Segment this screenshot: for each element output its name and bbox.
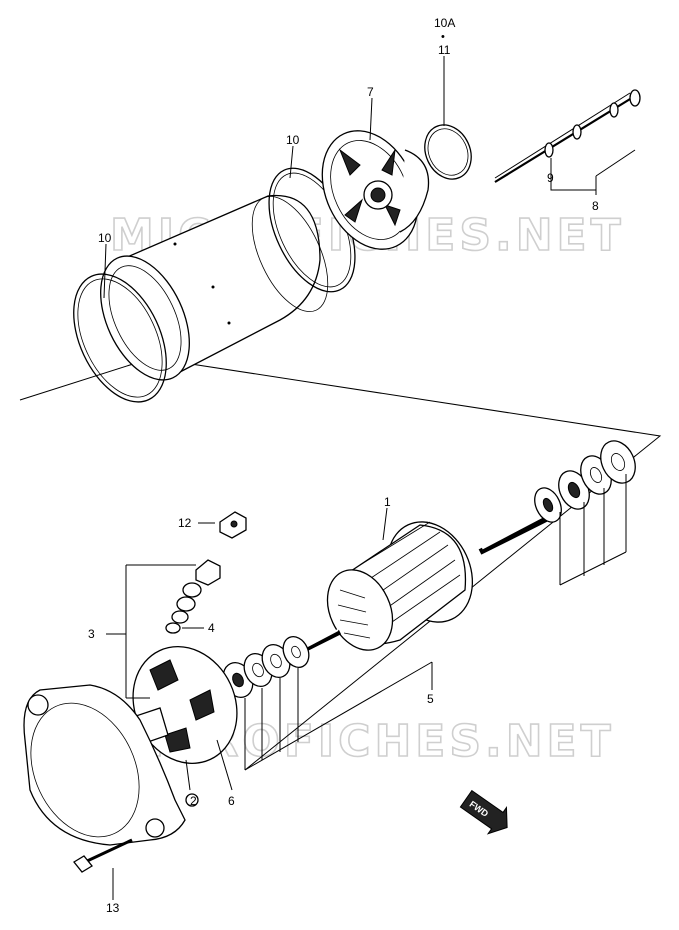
callout-10-left: 10	[98, 231, 112, 245]
callout-10A-dot: •	[441, 31, 445, 43]
washer-stack-left	[222, 635, 310, 699]
end-cover	[321, 130, 430, 250]
end-housing	[23, 684, 199, 846]
callout-10A: 10A	[434, 16, 455, 30]
callout-12: 12	[178, 516, 192, 530]
o-ring-11	[424, 124, 472, 180]
callout-5: 5	[427, 692, 434, 706]
yoke-rivet	[211, 285, 215, 289]
callout-2: 2	[190, 794, 197, 808]
callout-1: 1	[384, 495, 391, 509]
through-bolt-assembly	[494, 89, 641, 183]
o-ring-11-inner	[427, 128, 469, 176]
callout-3: 3	[88, 627, 95, 641]
callout-7: 7	[367, 85, 374, 99]
callout-11: 11	[438, 43, 451, 57]
yoke-housing	[100, 194, 329, 381]
terminal-parts	[165, 511, 247, 634]
armature	[298, 506, 562, 655]
housing-bolt	[73, 838, 133, 873]
washer-stack-right	[534, 440, 636, 523]
fwd-arrow-badge: FWD	[459, 789, 508, 835]
callout-4: 4	[208, 621, 215, 635]
callout-13: 13	[106, 901, 120, 915]
callout-9: 9	[547, 171, 554, 185]
callout-8: 8	[592, 199, 599, 213]
yoke-rivet	[173, 242, 177, 246]
callout-6: 6	[228, 794, 235, 808]
o-ring-left	[73, 273, 167, 403]
leader-lines	[103, 56, 636, 900]
yoke-rivet	[227, 321, 231, 325]
callout-10-top: 10	[286, 133, 300, 147]
